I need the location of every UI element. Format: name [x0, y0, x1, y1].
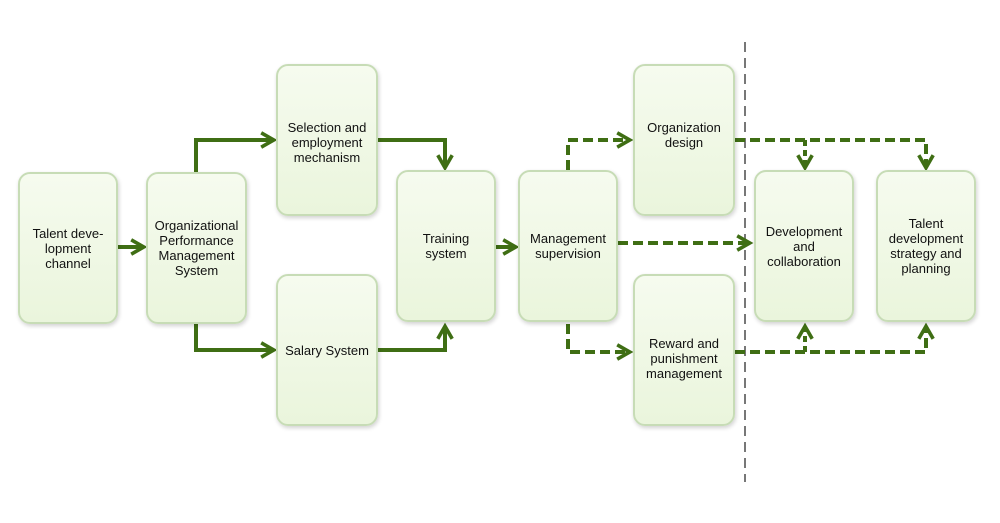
node-performance-system-label: Organizational Performance Management Sy… — [154, 218, 239, 278]
node-talent-channel-label: Talent deve- lopment channel — [32, 225, 104, 271]
node-org-design-label: Organization design — [647, 120, 721, 150]
node-reward: Reward and punishment management — [633, 274, 735, 426]
node-reward-label: Reward and punishment management — [646, 336, 722, 381]
node-selection: Selection and employment mechanism — [276, 64, 378, 216]
node-training: Training system — [396, 170, 496, 322]
arrow-performance-to-salary — [194, 324, 278, 359]
node-strategy: Talent development strategy and planning — [876, 170, 976, 322]
node-org-design: Organization design — [633, 64, 735, 216]
arrow-salary-to-training — [378, 322, 454, 352]
node-development: Development and collaboration — [754, 170, 854, 322]
node-development-label: Development and collaboration — [765, 223, 843, 269]
node-management: Management supervision — [518, 170, 618, 322]
arrow-reward-to-right — [735, 322, 935, 354]
node-training-label: Training system — [422, 231, 470, 261]
node-talent-channel: Talent deve- lopment channel — [18, 172, 118, 324]
node-performance-system: Organizational Performance Management Sy… — [146, 172, 247, 324]
node-strategy-label: Talent development strategy and planning — [888, 216, 964, 276]
arrow-selection-to-training — [378, 138, 454, 172]
arrow-management-to-reward — [566, 324, 634, 361]
node-salary-label: Salary System — [285, 342, 369, 358]
node-selection-label: Selection and employment mechanism — [287, 120, 367, 165]
arrow-performance-to-selection — [194, 131, 278, 172]
arrow-orgdesign-to-right — [735, 138, 935, 172]
arrow-management-to-orgdesign — [566, 131, 634, 170]
node-management-label: Management supervision — [530, 231, 606, 261]
node-salary: Salary System — [276, 274, 378, 426]
